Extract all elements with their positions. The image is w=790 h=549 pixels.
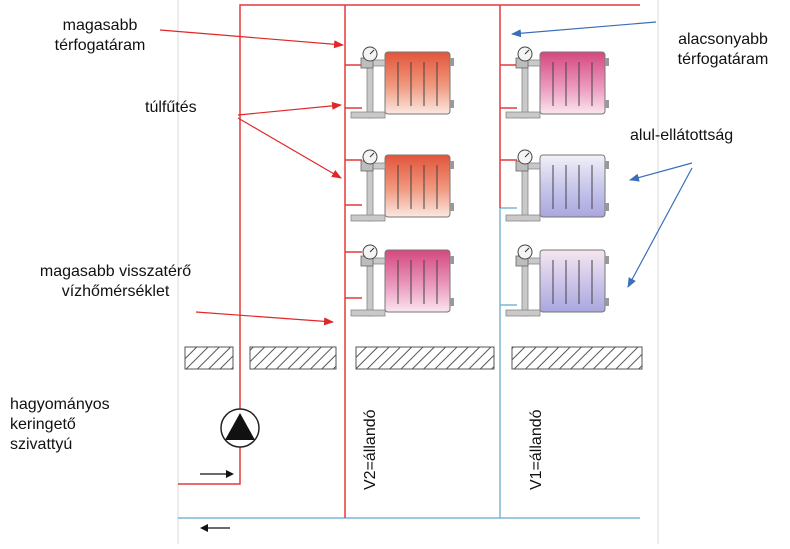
label-line: szivattyú (10, 436, 73, 453)
thermostat-valve-icon (515, 149, 533, 172)
thermostat-valve-icon (360, 244, 378, 267)
arrow-higher-return (195, 311, 334, 326)
arrow-overheating-1 (237, 101, 342, 116)
thermostat-valve-icon (515, 46, 533, 69)
label-pump: hagyományos keringető szivattyú (10, 395, 110, 455)
label-higher-flow: magasabb térfogatáram (30, 16, 170, 56)
label-line: térfogatáram (54, 37, 146, 54)
label-v2: V2=állandó (362, 409, 379, 490)
flow-arrow-icon (200, 524, 230, 532)
pump-icon (220, 408, 260, 448)
radiators (350, 46, 609, 317)
supply-pipe (178, 4, 640, 518)
flow-arrow-icon (200, 470, 234, 478)
label-underheating: alul-ellátottság (630, 127, 734, 144)
arrow-lower-flow (511, 21, 657, 38)
label-line: magasabb (62, 17, 138, 34)
radiator (505, 244, 609, 317)
label-line: térfogatáram (677, 51, 769, 68)
label-line: magasabb visszatérő (39, 263, 192, 280)
label-higher-return: magasabb visszatérő vízhőmérséklet (28, 262, 203, 302)
thermostat-valve-icon (515, 244, 533, 267)
label-line: alacsonyabb (678, 31, 768, 48)
arrow-underheating-1 (629, 162, 693, 182)
radiator (505, 46, 609, 119)
radiator (505, 149, 609, 222)
label-overheating: túlfűtés (145, 99, 197, 116)
arrow-overheating-2 (237, 117, 342, 179)
radiator (350, 46, 454, 119)
label-lower-flow: alacsonyabb térfogatáram (648, 30, 790, 70)
label-line: hagyományos (10, 396, 110, 413)
annotation-arrows (159, 21, 693, 326)
label-v1: V1=állandó (528, 409, 545, 490)
floor-slabs (184, 346, 643, 370)
label-line: vízhőmérséklet (61, 283, 170, 300)
radiator (350, 149, 454, 222)
thermostat-valve-icon (360, 46, 378, 69)
arrow-higher-flow (159, 29, 344, 49)
label-line: keringető (10, 416, 76, 433)
building-outline (177, 0, 659, 544)
radiator (350, 244, 454, 317)
arrow-underheating-2 (627, 167, 693, 288)
thermostat-valve-icon (360, 149, 378, 172)
